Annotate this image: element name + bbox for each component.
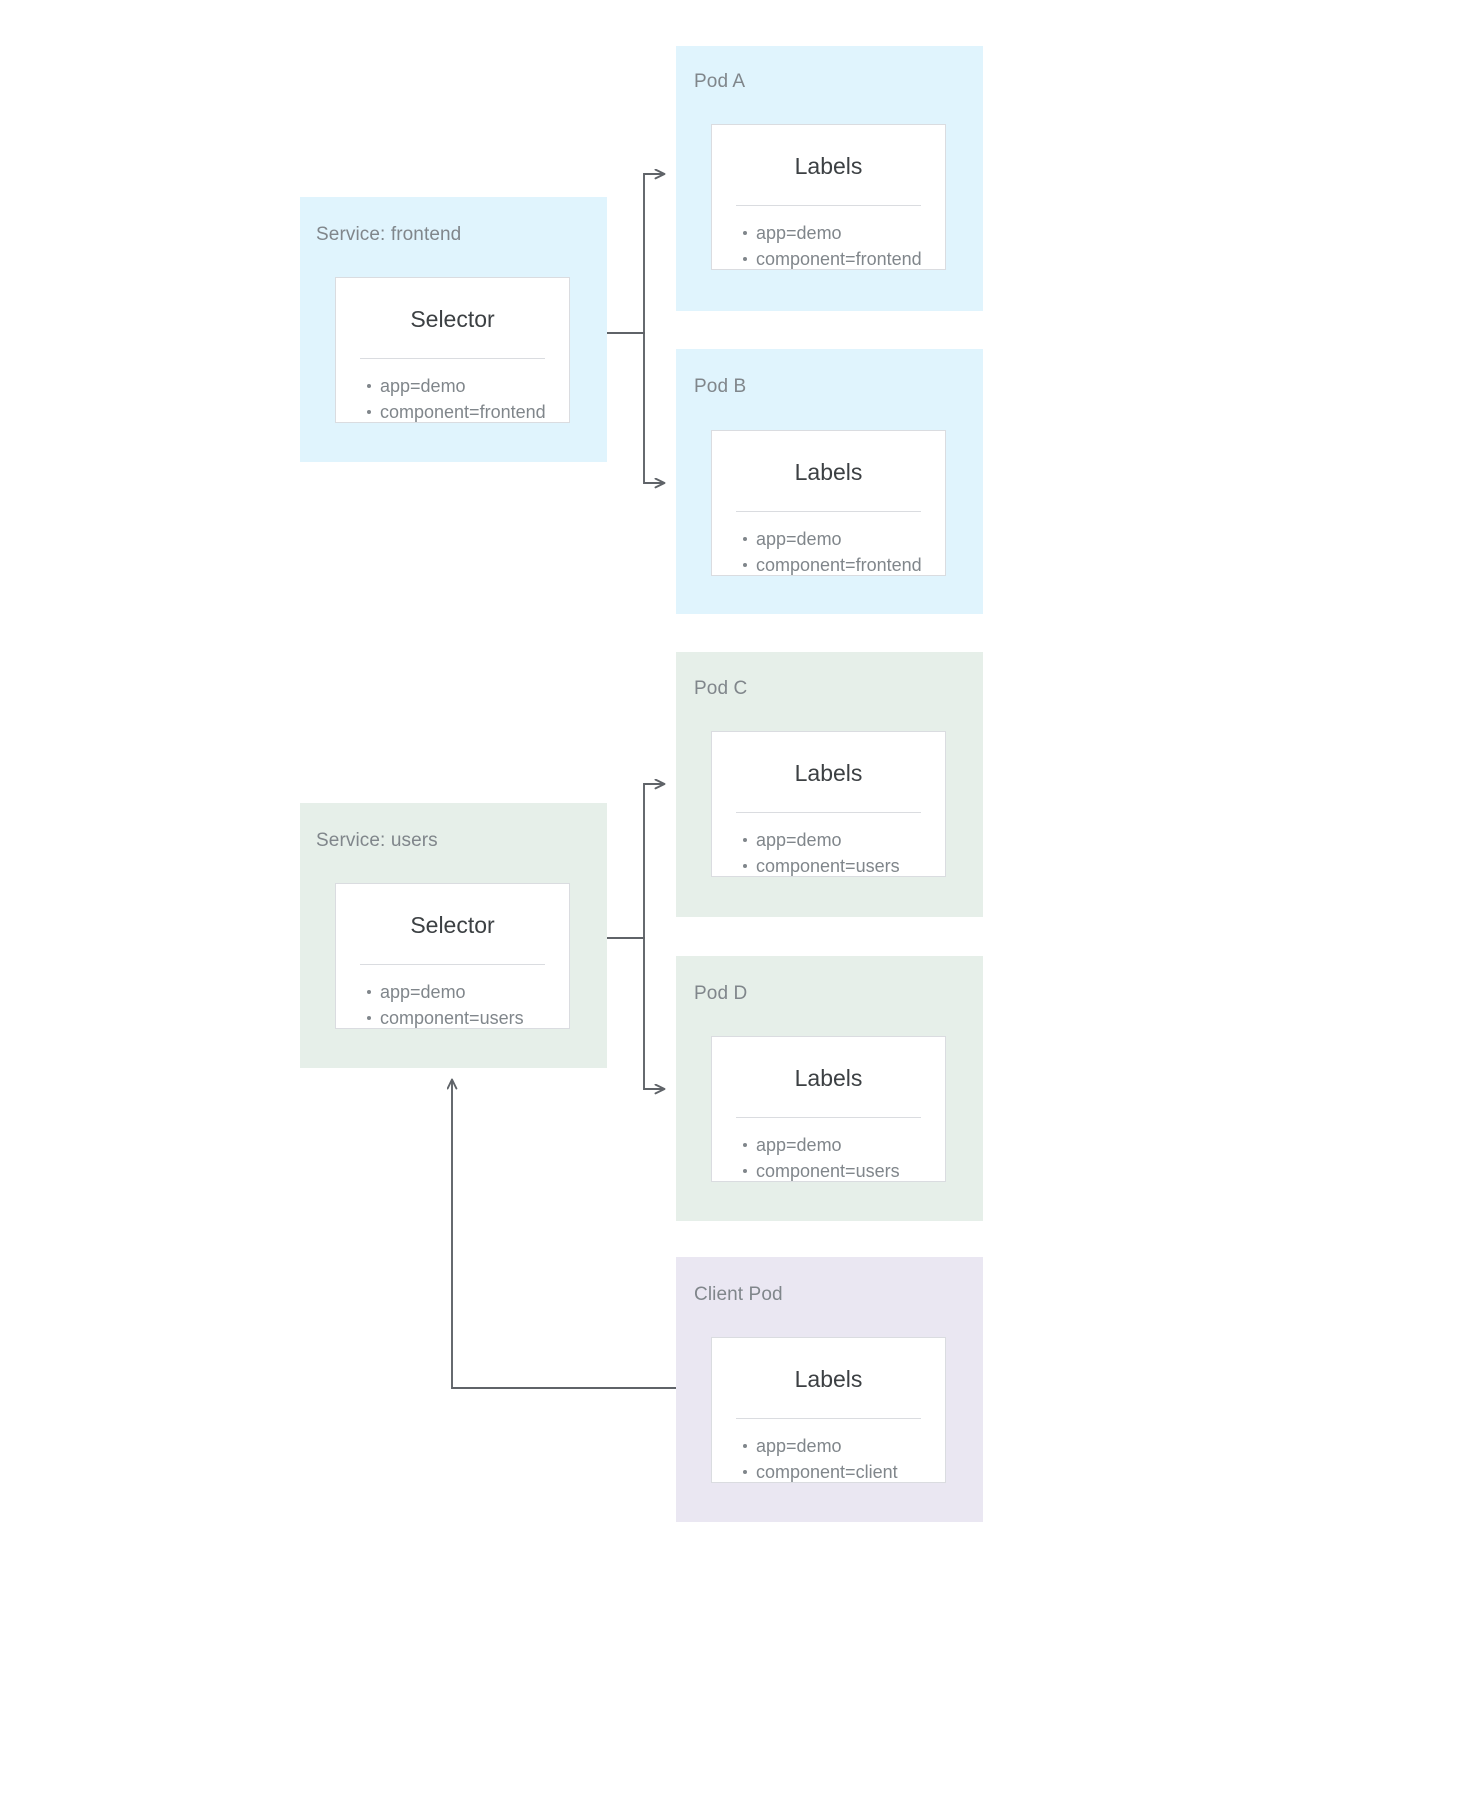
pod-a-title: Pod A xyxy=(694,71,746,92)
pod-c-title: Pod C xyxy=(694,678,748,699)
pod-c-card-heading: Labels xyxy=(794,760,863,786)
list-item: app=demo xyxy=(367,979,569,1005)
service-users-title: Service: users xyxy=(316,830,438,851)
list-item: component=frontend xyxy=(743,246,945,272)
card-divider xyxy=(736,812,921,813)
card-divider xyxy=(360,358,545,359)
service-frontend-card-heading: Selector xyxy=(410,306,495,332)
list-item: component=users xyxy=(743,853,945,879)
list-item: app=demo xyxy=(367,373,569,399)
card-divider xyxy=(360,964,545,965)
pod-d-title: Pod D xyxy=(694,983,748,1004)
list-item: component=users xyxy=(367,1005,569,1031)
connector-users-to-pod-c xyxy=(607,784,664,939)
pod-b-title: Pod B xyxy=(694,376,747,397)
card-divider xyxy=(736,511,921,512)
list-item: app=demo xyxy=(743,827,945,853)
client-pod-title: Client Pod xyxy=(694,1284,783,1305)
service-users-card-heading: Selector xyxy=(410,912,495,938)
card-divider xyxy=(736,1117,921,1118)
pod-b-card-heading: Labels xyxy=(794,459,863,485)
list-item: app=demo xyxy=(743,220,945,246)
card-divider xyxy=(736,205,921,206)
client-pod-card-heading: Labels xyxy=(794,1366,863,1392)
list-item: app=demo xyxy=(743,1132,945,1158)
pod-a-card-heading: Labels xyxy=(794,153,863,179)
card-divider xyxy=(736,1418,921,1419)
list-item: component=frontend xyxy=(367,399,569,425)
list-item: component=users xyxy=(743,1158,945,1184)
connector-frontend-to-pod-a xyxy=(607,174,664,334)
list-item: component=client xyxy=(743,1459,945,1485)
connector-client-pod-to-users xyxy=(452,1080,676,1389)
list-item: app=demo xyxy=(743,1433,945,1459)
connector-users-to-pod-d xyxy=(607,937,664,1089)
connector-frontend-to-pod-b xyxy=(607,332,664,483)
list-item: component=frontend xyxy=(743,552,945,578)
service-frontend-title: Service: frontend xyxy=(316,224,462,245)
list-item: app=demo xyxy=(743,526,945,552)
pod-d-card-heading: Labels xyxy=(794,1065,863,1091)
